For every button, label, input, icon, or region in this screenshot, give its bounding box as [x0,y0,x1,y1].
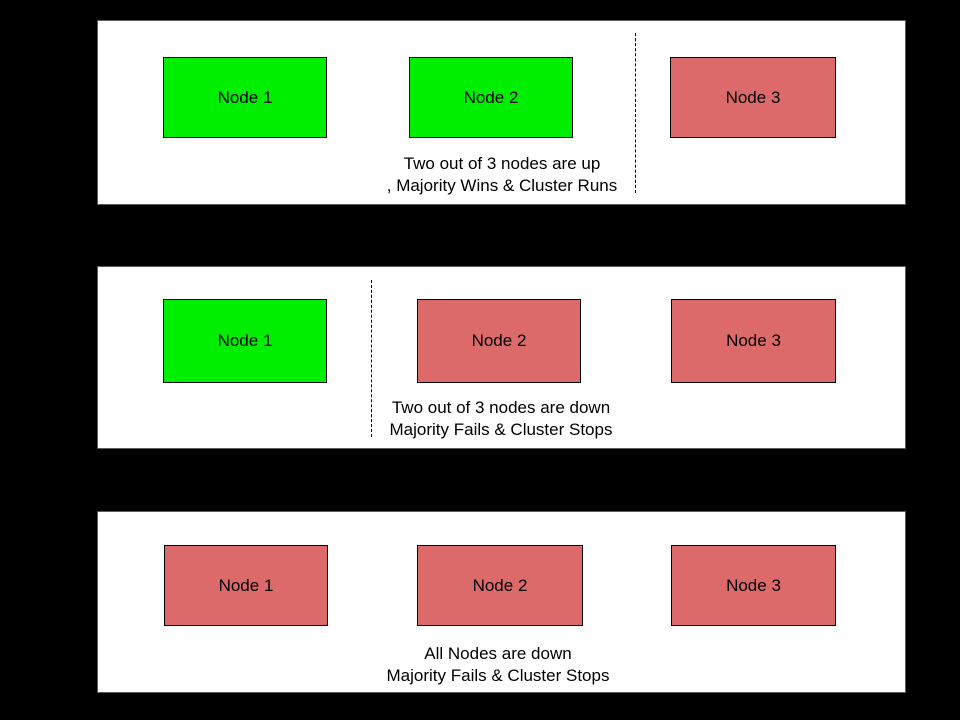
caption-line-1: All Nodes are down [424,644,572,663]
caption-line-1: Two out of 3 nodes are up [403,154,601,173]
node-box-2: Node 2 [417,545,583,626]
caption-line-2: , Majority Wins & Cluster Runs [386,176,618,195]
node-box-1: Node 1 [163,57,327,138]
scenario-caption: Two out of 3 nodes are down Majority Fai… [341,397,661,441]
scenario-panel-two-up: Node 1 Node 2 Node 3 Two out of 3 nodes … [97,20,906,205]
node-box-2: Node 2 [417,299,581,383]
caption-line-2: Majority Fails & Cluster Stops [386,666,610,685]
node-box-1: Node 1 [164,545,328,626]
node-label: Node 3 [726,575,781,595]
partition-divider-line [371,280,372,437]
node-label: Node 3 [725,87,781,107]
node-box-2: Node 2 [409,57,573,138]
node-label: Node 1 [217,87,273,107]
node-label: Node 1 [218,575,274,595]
caption-line-2: Majority Fails & Cluster Stops [389,420,613,439]
node-label: Node 2 [463,87,519,107]
node-label: Node 1 [217,331,273,350]
node-box-3: Node 3 [671,545,836,626]
node-box-3: Node 3 [670,57,836,138]
scenario-caption: Two out of 3 nodes are up , Majority Win… [342,153,662,197]
node-label: Node 2 [472,575,528,595]
node-box-1: Node 1 [163,299,327,383]
node-label: Node 2 [471,331,527,350]
scenario-caption: All Nodes are down Majority Fails & Clus… [338,643,658,687]
node-label: Node 3 [726,331,781,350]
scenario-panel-two-down: Node 1 Node 2 Node 3 Two out of 3 nodes … [97,266,906,449]
node-box-3: Node 3 [671,299,836,383]
partition-divider-line [635,33,636,193]
caption-line-1: Two out of 3 nodes are down [391,398,611,417]
scenario-panel-all-down: Node 1 Node 2 Node 3 All Nodes are down … [97,511,906,693]
